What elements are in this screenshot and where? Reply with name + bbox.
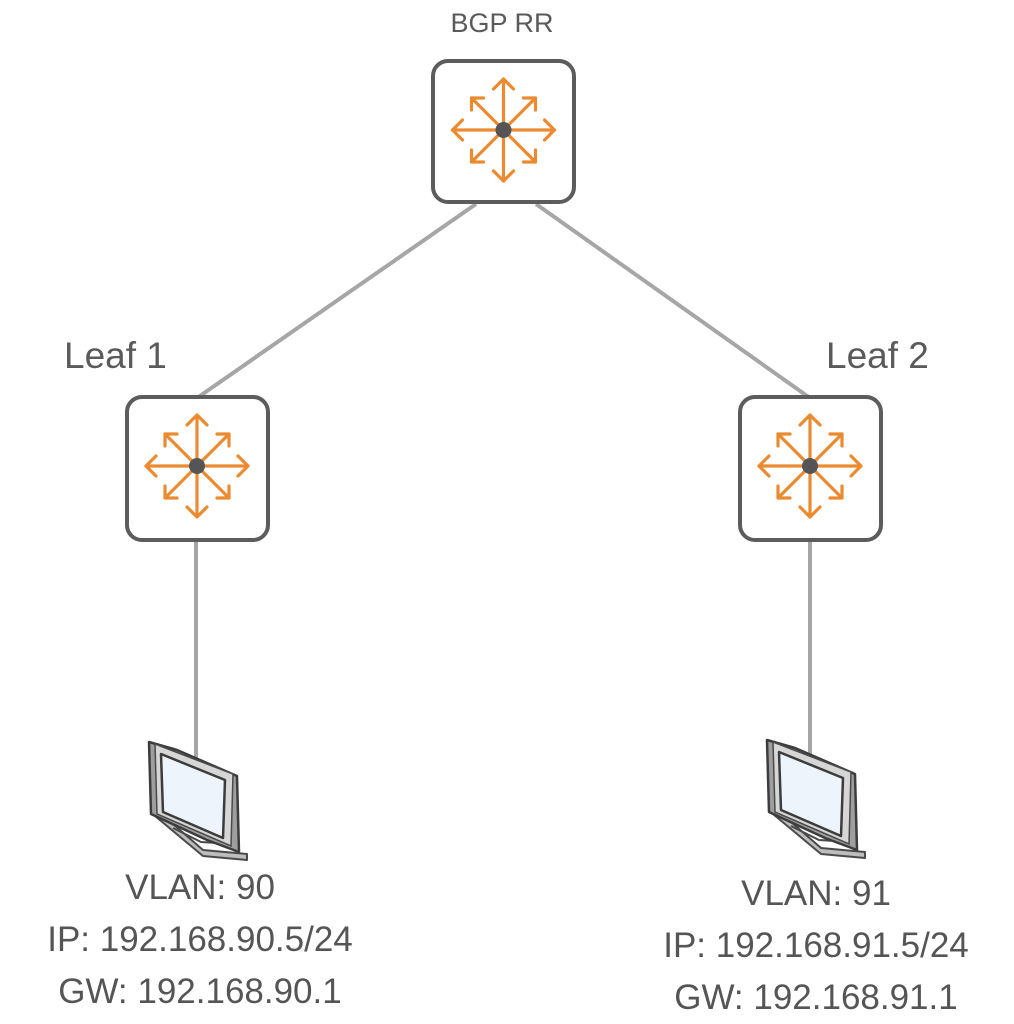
host1-vlan: VLAN: 90 — [125, 868, 275, 907]
host2-gateway: GW: 192.168.91.1 — [674, 978, 958, 1017]
host1-gateway: GW: 192.168.90.1 — [58, 972, 342, 1011]
route-reflector-label: BGP RR — [450, 8, 554, 38]
leaf1-label: Leaf 1 — [64, 335, 167, 376]
host2-info: VLAN: 91 IP: 192.168.91.5/24 GW: 192.168… — [618, 868, 1014, 1024]
host1-ip: IP: 192.168.90.5/24 — [47, 920, 353, 959]
leaf2-label: Leaf 2 — [826, 335, 929, 376]
leaf1-node[interactable] — [125, 395, 270, 542]
link-rr-leaf2 — [534, 202, 812, 400]
host2-vlan: VLAN: 91 — [741, 874, 891, 913]
host2-monitor-icon[interactable] — [765, 738, 867, 860]
leaf2-node[interactable] — [738, 395, 883, 542]
host2-ip: IP: 192.168.91.5/24 — [663, 926, 969, 965]
host1-monitor-icon[interactable] — [147, 740, 249, 862]
route-reflector-node[interactable] — [431, 59, 576, 204]
host1-info: VLAN: 90 IP: 192.168.90.5/24 GW: 192.168… — [0, 862, 400, 1018]
link-rr-leaf1 — [195, 202, 478, 400]
